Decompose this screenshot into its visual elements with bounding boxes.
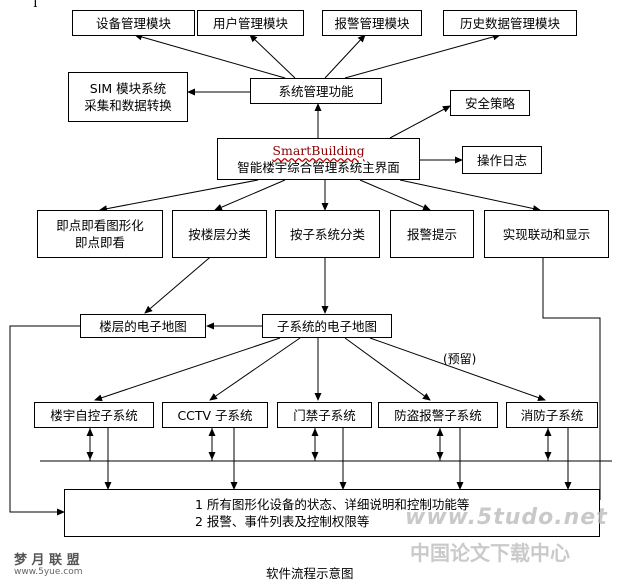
alarm-mgmt-label: 报警管理模块 xyxy=(334,15,410,31)
cctv-subsystem: CCTV 子系统 xyxy=(162,402,268,428)
history-data-module: 历史数据管理模块 xyxy=(443,10,577,36)
arrow-submap-to-cctv xyxy=(209,337,301,401)
bas-label: 楼宇自控子系统 xyxy=(50,407,138,423)
device-mgmt-label: 设备管理模块 xyxy=(95,15,171,31)
alarm-prompt: 报警提示 xyxy=(390,210,474,258)
security-policy-label: 安全策略 xyxy=(464,95,515,111)
arrow-main-to-pointview xyxy=(99,179,259,213)
main-interface: SmartBuilding 智能楼宇综合管理系统主界面 xyxy=(217,138,420,180)
user-mgmt-label: 用户管理模块 xyxy=(212,15,288,31)
sim-label-line1: SIM 模块系统 xyxy=(89,81,167,96)
system-mgmt-label: 系统管理功能 xyxy=(278,83,354,99)
line-linkage-to-bottom xyxy=(542,258,601,500)
arrow-main-to-floor xyxy=(214,179,286,211)
arrow-sys-to-alarm xyxy=(324,34,366,79)
access-label: 门禁子系统 xyxy=(293,407,356,423)
arrow-submap-to-fire xyxy=(369,337,546,401)
device-mgmt-module: 设备管理模块 xyxy=(72,10,195,36)
user-mgmt-module: 用户管理模块 xyxy=(197,10,304,36)
subsystem-map-label: 子系统的电子地图 xyxy=(276,318,377,334)
classify-by-floor-label: 按楼层分类 xyxy=(188,226,251,242)
access-control-subsystem: 门禁子系统 xyxy=(277,402,372,428)
classify-by-subsystem-label: 按子系统分类 xyxy=(289,226,365,242)
point-view-label-line2: 即点即看 xyxy=(74,235,125,250)
alarm-prompt-label: 报警提示 xyxy=(406,226,457,242)
operation-log-label: 操作日志 xyxy=(476,152,527,168)
main-interface-subtitle: 智能楼宇综合管理系统主界面 xyxy=(237,160,400,175)
linkage-display-label: 实现联动和显示 xyxy=(502,226,591,242)
alarm-mgmt-module: 报警管理模块 xyxy=(322,10,422,36)
fire-label: 消防子系统 xyxy=(520,407,584,423)
sim-label-line2: 采集和数据转换 xyxy=(84,98,172,113)
watermark-cn-right: 中国论文下载中心 xyxy=(410,541,570,565)
corner-mark: I xyxy=(33,0,38,10)
arrow-main-to-security xyxy=(389,105,451,139)
point-view-label-line1: 即点即看图形化 xyxy=(56,218,144,233)
arrow-sys-to-history xyxy=(344,33,501,79)
bottom-summary-box: 1 所有图形化设备的状态、详细说明和控制功能等 2 报警、事件列表及控制权限等 xyxy=(64,489,600,537)
cctv-label: CCTV 子系统 xyxy=(177,407,253,423)
sim-module: SIM 模块系统 采集和数据转换 xyxy=(68,72,188,122)
arrow-floormap-to-bottom xyxy=(9,325,80,516)
arrow-main-to-alarm xyxy=(359,179,431,211)
security-policy: 安全策略 xyxy=(450,90,530,116)
burglar-label: 防盗报警子系统 xyxy=(394,407,482,423)
point-view-graphical: 即点即看图形化 即点即看 xyxy=(37,210,163,258)
bottom-summary-line1: 1 所有图形化设备的状态、详细说明和控制功能等 xyxy=(195,497,470,512)
classify-by-floor: 按楼层分类 xyxy=(172,210,267,258)
building-automation-subsystem: 楼宇自控子系统 xyxy=(34,402,154,428)
main-interface-title: SmartBuilding xyxy=(272,143,365,158)
bottom-summary-line2: 2 报警、事件列表及控制权限等 xyxy=(195,514,370,529)
arrow-sys-to-user xyxy=(249,34,296,79)
floor-electronic-map: 楼层的电子地图 xyxy=(80,314,206,338)
fire-subsystem: 消防子系统 xyxy=(506,402,598,428)
linkage-display: 实现联动和显示 xyxy=(484,210,609,258)
arrow-submap-to-burglar xyxy=(344,337,431,401)
arrow-floor-to-floormap xyxy=(144,252,216,314)
operation-log: 操作日志 xyxy=(462,146,542,174)
floor-map-label: 楼层的电子地图 xyxy=(99,318,187,334)
history-data-label: 历史数据管理模块 xyxy=(459,15,560,31)
watermark-url-right: www.5tudo.net xyxy=(405,505,608,530)
diagram-caption: 软件流程示意图 xyxy=(266,566,354,581)
classify-by-subsystem: 按子系统分类 xyxy=(275,210,380,258)
watermark-url-left: www.5yue.com xyxy=(14,567,83,577)
watermark-logo-left: 梦 月 联 盟 xyxy=(14,553,80,568)
reserved-note: (预留) xyxy=(443,352,477,366)
arrow-main-to-linkage xyxy=(399,179,541,212)
arrow-submap-to-bas xyxy=(94,337,281,402)
burglar-alarm-subsystem: 防盗报警子系统 xyxy=(378,402,498,428)
subsystem-electronic-map: 子系统的电子地图 xyxy=(262,314,392,338)
arrow-sys-to-device xyxy=(134,33,286,79)
system-mgmt-function: 系统管理功能 xyxy=(250,78,382,104)
